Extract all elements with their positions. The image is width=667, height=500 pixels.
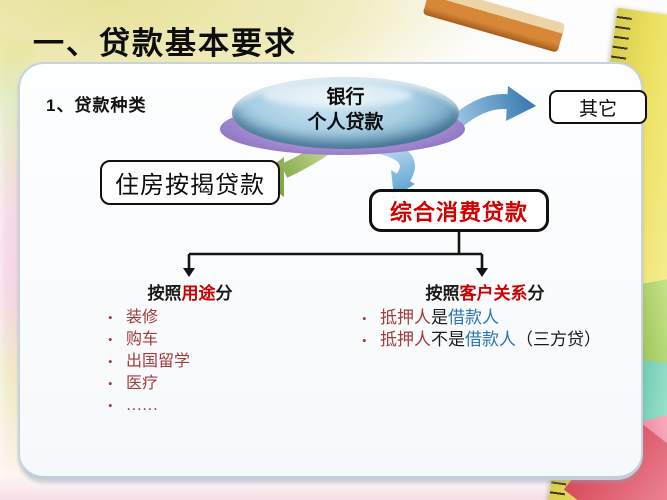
oval-highlight <box>262 83 412 107</box>
bullet-icon: • <box>108 310 113 325</box>
slide-title: 一、贷款基本要求 <box>33 26 297 61</box>
label-purpose-post: 分 <box>215 284 233 303</box>
segment-mortgagor: 抵押人 <box>380 330 431 349</box>
label-relationship-pre: 按照 <box>425 284 460 303</box>
tree-connectors <box>183 232 488 277</box>
segment-borrower: 借款人 <box>448 308 499 327</box>
other-loans-box: 其它 <box>549 90 647 124</box>
label-relationship-highlight: 客户关系 <box>459 284 528 303</box>
bullet-icon: • <box>108 354 113 369</box>
bullet-icon: • <box>362 311 367 326</box>
branch-label-purpose: 按照用途分 <box>125 279 255 304</box>
bullet-icon: • <box>362 333 367 348</box>
label-purpose-pre: 按照 <box>147 284 182 303</box>
list-item-text: 医疗 <box>126 375 159 392</box>
list-item: • 抵押人是借款人 <box>362 307 601 329</box>
purpose-list: • 装修 • 购车 • 出国留学 • 医疗 • …… <box>108 307 190 417</box>
list-item: • 抵押人不是借款人（三方贷） <box>362 329 601 351</box>
branch-label-relationship: 按照客户关系分 <box>405 279 565 304</box>
bullet-icon: • <box>108 332 113 347</box>
segment-verb: 不是 <box>431 330 465 349</box>
oval-label-line1: 银行 <box>326 87 365 108</box>
segment-mortgagor: 抵押人 <box>380 308 431 327</box>
list-item: • 购车 <box>108 329 190 351</box>
bullet-icon: • <box>108 376 113 391</box>
section-subtitle: 1、贷款种类 <box>46 96 147 115</box>
content-panel: 1、贷款种类 <box>18 62 647 480</box>
segment-verb: 是 <box>431 308 448 327</box>
housing-mortgage-box: 住房按揭贷款 <box>100 160 280 205</box>
label-purpose-highlight: 用途 <box>181 284 216 303</box>
list-item-text: 购车 <box>126 331 159 348</box>
bank-loan-oval-label: 银行 个人贷款 <box>232 85 459 135</box>
segment-borrower: 借款人 <box>465 330 516 349</box>
list-item: • 出国留学 <box>108 351 190 373</box>
bullet-icon: • <box>108 398 113 413</box>
list-item: • 医疗 <box>108 373 190 395</box>
list-item-text: 出国留学 <box>126 353 191 370</box>
consumer-loan-box: 综合消费贷款 <box>369 189 549 232</box>
list-item-text: 装修 <box>126 309 159 326</box>
list-item: • …… <box>108 395 190 417</box>
oval-label-line2: 个人贷款 <box>307 112 384 133</box>
list-item-text: …… <box>126 397 158 414</box>
relationship-list: •抵押人是借款人 •抵押人不是借款人（三方贷） <box>362 307 601 351</box>
list-item: • 装修 <box>108 307 190 329</box>
segment-note: （三方贷） <box>516 330 601 349</box>
label-relationship-post: 分 <box>527 284 545 303</box>
